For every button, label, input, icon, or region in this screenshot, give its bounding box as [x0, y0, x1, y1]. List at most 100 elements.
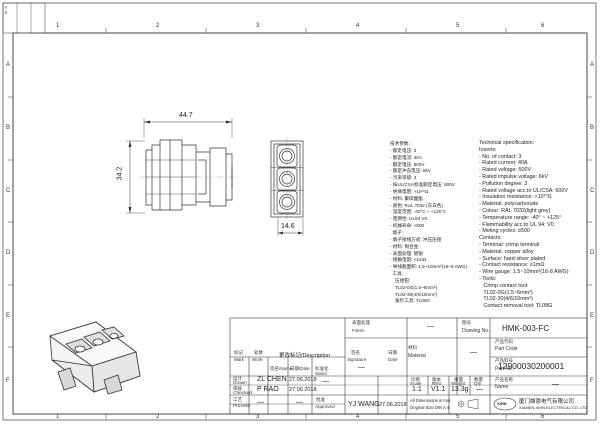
dimension-depth: 14.6	[281, 223, 295, 230]
process-label: 工艺	[233, 397, 242, 402]
finish-label-en: Finish	[352, 328, 365, 333]
material-label: 材料	[408, 345, 417, 350]
zone-label-3: 3	[256, 23, 260, 29]
zone-label-5: 5	[456, 23, 460, 29]
checked-date: 27.06.2018	[289, 387, 317, 393]
spec-cn-line: - 表面处理: 镀银	[390, 250, 423, 256]
spec-cn-line: - 温度范围: -40°C ~ +125°C	[390, 209, 447, 215]
part-code-label-en: Part Code	[495, 346, 518, 352]
weight-label-en: Weight	[451, 381, 466, 386]
spec-en-line: TL02-0G(1.5~6mm²)	[479, 289, 533, 296]
zone-label-d: D	[6, 250, 11, 256]
spec-en-line: - Rated current: 40A	[479, 160, 528, 167]
spec-en-line: - Material: polycarbonate	[479, 201, 539, 208]
drawn-label-en: Drawn	[233, 381, 247, 386]
scale-label: 比例	[411, 377, 420, 382]
spec-en-line: Inserts:	[479, 146, 497, 153]
spec-cn-line: 拔针工具: TL08G	[390, 298, 431, 304]
weight-label: 重量	[454, 377, 463, 382]
spec-en-line: - Terminal: crimp terminal	[479, 241, 540, 248]
spec-en-line: - Rated voltage: 500V	[479, 167, 532, 174]
spec-en-line: - Colour: RAL 7032(light grey)	[479, 207, 551, 214]
spec-english: Technical specification:Inserts:- No. of…	[479, 140, 569, 310]
process-label-en: Process	[233, 404, 251, 409]
spec-en-line: - Temperature range: -40° ~ +125°	[479, 214, 562, 221]
spec-en-line: - Rated voltage acc.to UL/CSA: 600V	[479, 187, 568, 194]
rev-label: 版本	[432, 377, 441, 382]
col-date: 日期	[388, 350, 397, 355]
approved-label: 批准	[316, 397, 325, 402]
spec-cn-line: - 额定电流: 40A	[390, 154, 422, 160]
standard-label-en: Stand	[315, 371, 327, 376]
name-label-en: Name	[495, 384, 509, 390]
spec-en-line: - Wire gauge: 1.5~10mm²(16-8 AWG)	[479, 269, 569, 276]
spec-cn-line: - 端子接线方式: 冲压压接	[390, 236, 442, 242]
checked-name: P RAO	[257, 386, 279, 393]
col-mark: 标记	[234, 350, 243, 355]
zone-label-bottom-4: 4	[356, 414, 360, 420]
standard-label: 标准化	[315, 366, 329, 371]
col-date-2: 日期/Date	[290, 366, 310, 371]
spec-en-line: Contact removal tool: TL08G	[479, 303, 553, 310]
zone-label-right-f: F	[590, 378, 594, 384]
zone-label-right-b: B	[590, 125, 595, 131]
zone-label-c: C	[6, 188, 11, 194]
drawn-date: 27.06.2018	[289, 377, 317, 383]
spec-en-line: - Surface: hard-silver plated	[479, 255, 546, 262]
spec-en-line: - Tools:	[479, 275, 497, 282]
spec-cn-line: - 导线截面积: 1.5~10mm²(16~8 AWG)	[390, 264, 467, 270]
finish-value: —	[427, 323, 434, 330]
spec-cn-line: TL02-0G(1.5~6mm²)	[390, 284, 438, 290]
col-work-en: Work	[252, 357, 263, 362]
checked-label-en: Checked	[233, 391, 252, 396]
spec-en-line: - Pollution degree: 3	[479, 180, 528, 187]
rev-label-en: REV.	[432, 381, 443, 386]
units-note-1: All Dimensions in mm	[410, 398, 451, 403]
process-value: —	[257, 399, 264, 406]
drawing-no-label-en: Drawing No.	[462, 328, 490, 334]
zone-label-1: 1	[56, 23, 60, 29]
units-note-2: Original Size DIN A 4	[410, 405, 450, 410]
zone-label-a: A	[6, 62, 11, 68]
drawn-extra: —	[322, 378, 329, 385]
zone-label-right-d: D	[590, 250, 595, 256]
approved-date: 27.06.2018	[379, 402, 407, 408]
col-name: 签名/Name	[270, 366, 293, 371]
zone-label-2: 2	[156, 23, 160, 29]
part-code-label: 产品代码	[495, 339, 513, 344]
spec-cn-line: - 接触电阻: <1mΩ	[390, 257, 427, 263]
spec-cn-line: - 污染等级: 3	[390, 175, 417, 181]
zone-label-e: E	[6, 313, 11, 319]
company-name-cn: 厦门雄恩电气有限公司	[519, 399, 575, 405]
rev-value: V1.1	[431, 386, 446, 393]
spec-cn-line: 压接钳:	[390, 277, 411, 283]
zone-label-4: 4	[356, 23, 360, 29]
zone-label-bottom-3: 3	[256, 414, 260, 420]
drawn-name: ZL CHEN	[257, 376, 287, 383]
approved-name: YJ WANG	[348, 401, 380, 408]
spec-en-line: - Material: copper alloy	[479, 248, 534, 255]
spec-en-line: - Insulation resistance: >10¹⁰Ω	[479, 194, 552, 201]
spec-cn-line: - 绝缘电阻: >10¹⁰Ω	[390, 188, 429, 194]
spec-cn-line: 端子:	[390, 229, 404, 235]
drawn-label: 设计	[233, 376, 242, 381]
company-logo: XIHN	[497, 401, 507, 406]
spec-chinese: 技术参数：- 额定电压: 3- 额定电流: 40A- 额定电压: 500V- 额…	[390, 141, 467, 305]
material-value: —	[470, 349, 477, 356]
spec-en-line: - Contact resistance: ≤1mΩ	[479, 262, 545, 269]
zone-label-right-e: E	[590, 313, 595, 319]
spec-cn-line: 技术参数：	[390, 141, 413, 146]
col-signature-en: Signature	[347, 357, 367, 362]
spec-cn-line: 工具:	[390, 271, 404, 277]
zone-label-right-a: A	[590, 62, 595, 68]
approved-label-en: Approved	[315, 404, 335, 409]
zone-label-f: F	[6, 378, 10, 384]
part-no-label-en: Part No.	[495, 366, 514, 372]
name-label: 产品名称	[495, 377, 513, 382]
spec-en-line: - Rated impulse voltage: 6kV	[479, 173, 548, 180]
col-signature: 签名	[351, 350, 360, 355]
zone-label-bottom-6: 6	[541, 414, 545, 420]
drawing-no-label: 图号	[462, 320, 471, 325]
spec-cn-line: - 额定电压: 3	[390, 147, 417, 153]
